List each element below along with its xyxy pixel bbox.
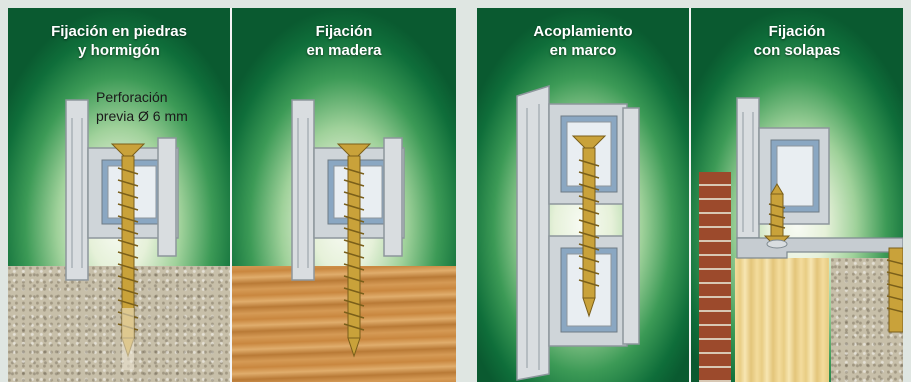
panel-title: Acoplamiento en marco	[477, 22, 689, 60]
window-profile-icon	[736, 97, 903, 259]
panel-title-line: con solapas	[753, 42, 841, 59]
screw-icon	[336, 143, 372, 358]
panel-title-line: en marco	[549, 42, 617, 59]
panel-title-line: Fijación	[768, 23, 826, 40]
drilling-note-line: Perforación	[96, 89, 168, 105]
panel-frame-coupling: Acoplamiento en marco	[477, 8, 689, 382]
panel-stone-concrete: Fijación en piedras y hormigón Perforaci…	[8, 8, 230, 382]
screw-icon	[571, 135, 607, 318]
panel-title-line: Fijación	[315, 23, 373, 40]
screw-icon	[763, 183, 903, 333]
panel-title-line: en madera	[306, 42, 382, 59]
panel-brackets: Fijación con solapas	[691, 8, 903, 382]
group-left: Fijación en piedras y hormigón Perforaci…	[8, 8, 456, 382]
divider	[689, 8, 691, 382]
panel-wood: Fijación en madera	[232, 8, 456, 382]
brick-wall-icon	[699, 172, 731, 382]
panel-title-line: Fijación en piedras	[51, 23, 187, 40]
drilling-note: Perforación previa Ø 6 mm	[96, 88, 188, 126]
screw-icon	[110, 143, 146, 370]
wood-ground-icon	[735, 258, 829, 382]
panel-title: Fijación con solapas	[691, 22, 903, 60]
panel-title: Fijación en piedras y hormigón	[8, 22, 230, 60]
panel-title: Fijación en madera	[232, 22, 456, 60]
panel-title-line: y hormigón	[78, 42, 160, 59]
divider	[230, 8, 232, 382]
group-right: Acoplamiento en marco	[477, 8, 903, 382]
drilling-note-line: previa Ø 6 mm	[96, 108, 188, 124]
panel-title-line: Acoplamiento	[533, 23, 633, 40]
